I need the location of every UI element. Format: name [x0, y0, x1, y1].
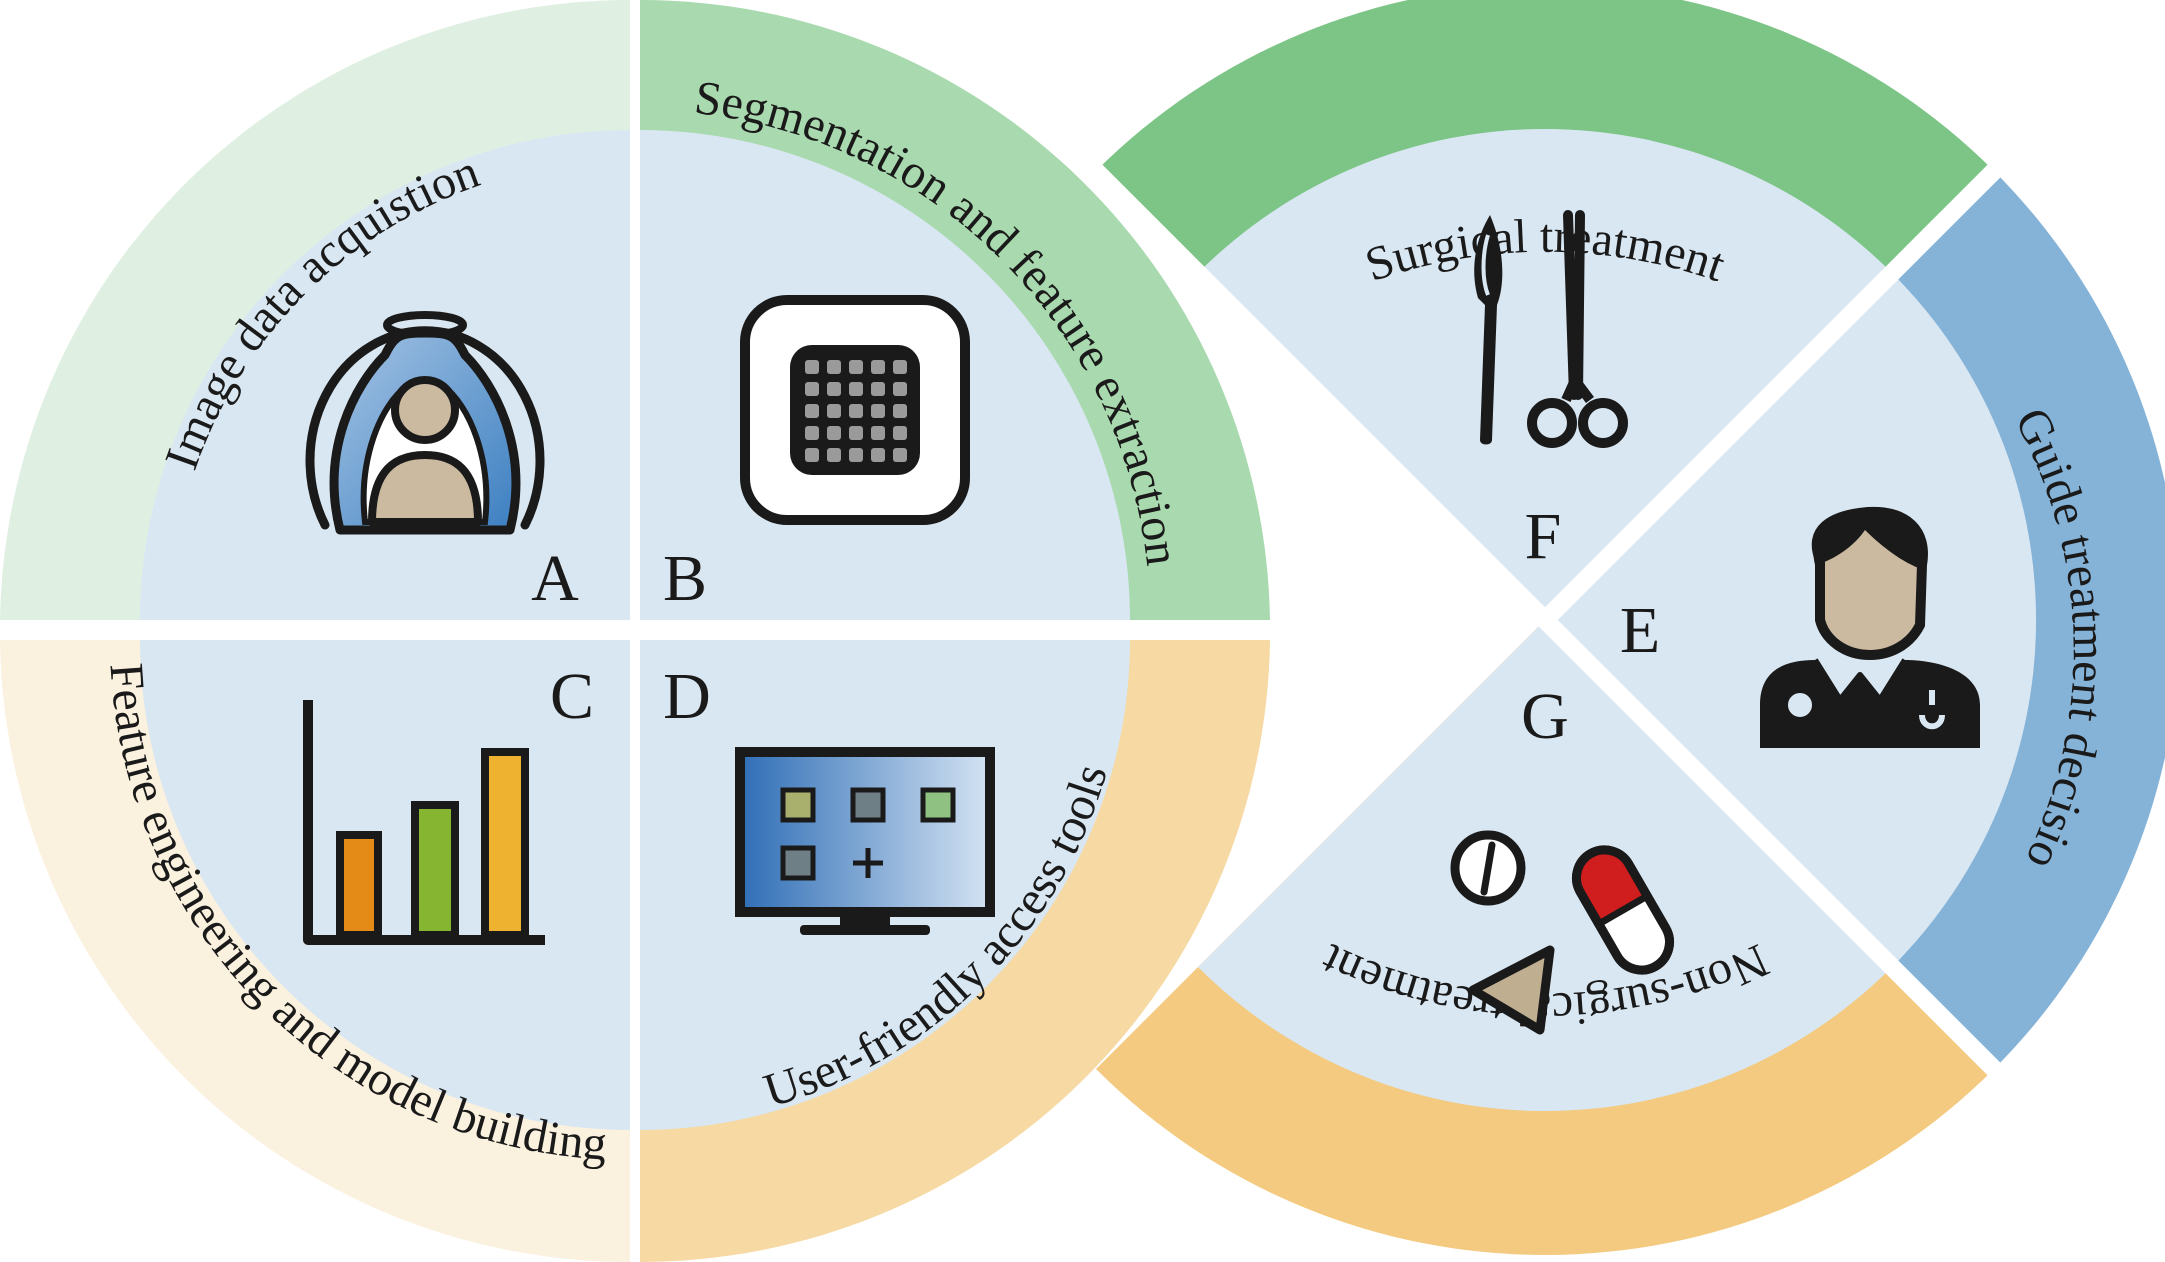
grid-cell [805, 404, 819, 418]
segmentation-grid-icon [740, 295, 970, 525]
grid-cell [827, 360, 841, 374]
quadrant-b-letter: B [663, 542, 707, 615]
quadrant-d: User-friendly access tools D [640, 640, 1270, 1262]
grid-cell [805, 448, 819, 462]
scalpel [1474, 215, 1503, 445]
sector-g-letter: G [1521, 680, 1569, 753]
bar-orange [336, 831, 382, 939]
capsule-pill [1572, 845, 1674, 975]
left-circle: Image data acquistion A Segmentation and… [0, 0, 1270, 1262]
grid-cell [871, 382, 885, 396]
mri-scanner-icon [305, 311, 545, 535]
pills-icon [1450, 830, 1674, 1035]
grid-cell [805, 426, 819, 440]
bar-yellow [481, 748, 529, 939]
grid-cell [871, 426, 885, 440]
quadrant-c: Feature engineering and model building C [0, 640, 630, 1262]
bar-chart-icon [303, 700, 545, 945]
grid-cell [849, 404, 863, 418]
quadrant-a: Image data acquistion A [0, 0, 630, 620]
quadrant-a-letter: A [531, 542, 579, 615]
grid-cell [893, 448, 907, 462]
quadrant-d-letter: D [663, 660, 711, 733]
sector-f-letter: F [1525, 500, 1562, 573]
doctor-icon [1760, 506, 1980, 748]
grid-cell [827, 382, 841, 396]
grid-cell [805, 382, 819, 396]
grid-cell [849, 360, 863, 374]
grid-cell [893, 360, 907, 374]
quadrant-c-letter: C [550, 660, 594, 733]
grid-cell [893, 382, 907, 396]
grid-cell [871, 360, 885, 374]
grid-cell [805, 360, 819, 374]
sector-f-inner [1198, 128, 1892, 620]
grid-cell [827, 448, 841, 462]
grid-cell [827, 404, 841, 418]
grid-cell [827, 426, 841, 440]
grid-cell [849, 382, 863, 396]
quadrant-b: Segmentation and feature extraction B [640, 0, 1270, 620]
sector-e-letter: E [1620, 594, 1660, 667]
triangle-pill [1468, 945, 1555, 1035]
grid-cell [871, 404, 885, 418]
grid-cell [849, 426, 863, 440]
grid-cell [893, 426, 907, 440]
bar-green [411, 801, 459, 939]
grid-cell [849, 448, 863, 462]
sector-e-inner [1545, 273, 2037, 967]
monitor-icon [735, 747, 995, 935]
scalpel-scissors-icon [1474, 210, 1628, 448]
grid-cell [871, 448, 885, 462]
grid-cell [893, 404, 907, 418]
sector-g-inner [1198, 620, 1892, 1112]
scissors [1527, 210, 1628, 448]
